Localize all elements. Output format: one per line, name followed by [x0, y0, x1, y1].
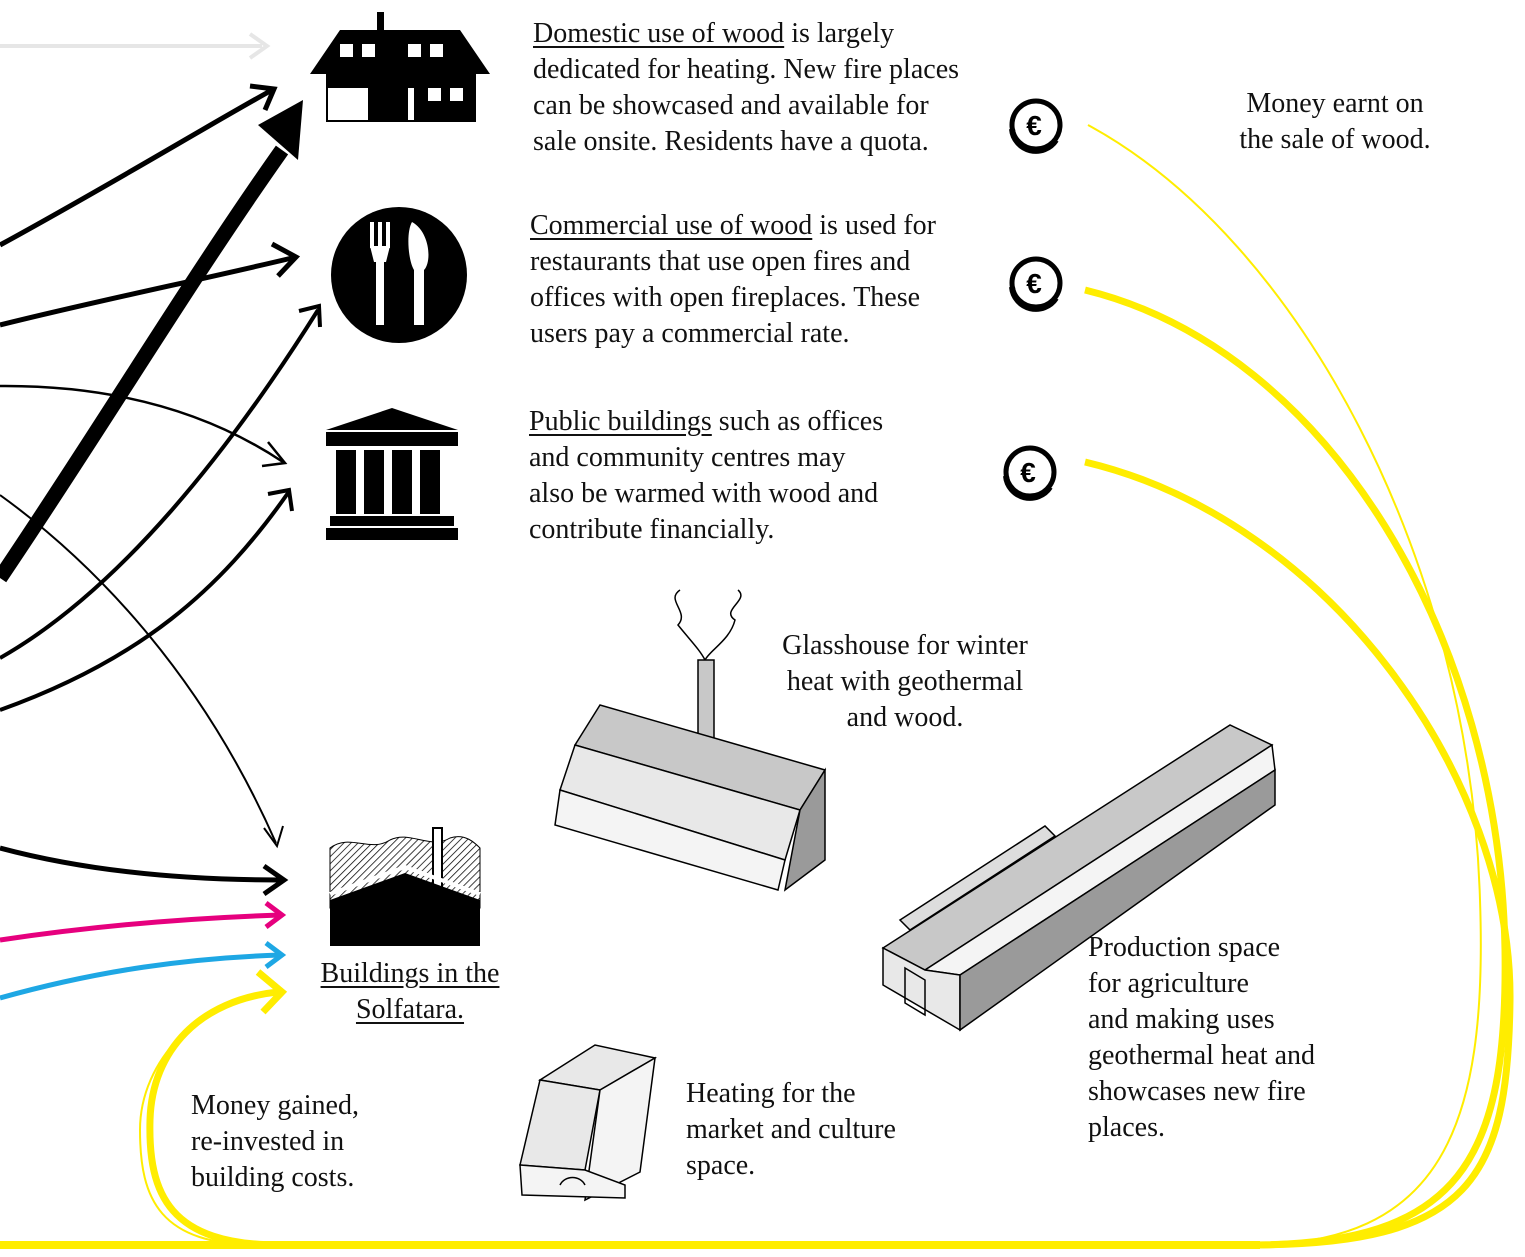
domestic-use-line4: sale onsite. Residents have a quota.	[533, 126, 929, 157]
solfatara-label: Buildings in the Solfatara.	[290, 956, 530, 1028]
production-line4: geothermal heat and	[1088, 1040, 1316, 1071]
commercial-use-line2: restaurants that use open fires and	[530, 246, 911, 277]
public-buildings-line4: contribute financially.	[529, 514, 775, 545]
arrow-to-public-low	[0, 487, 294, 712]
production-line5: showcases new fire	[1088, 1076, 1306, 1107]
production-space-text: Production space for agriculture and mak…	[1088, 930, 1388, 1146]
euro-coin-icon: €	[1009, 98, 1063, 154]
glasshouse-line3: and wood.	[846, 702, 964, 733]
production-line6: places.	[1088, 1112, 1165, 1143]
arrow-to-restaurant-low	[0, 303, 322, 660]
commercial-use-line3: offices with open fireplaces. These	[530, 282, 921, 313]
domestic-use-line3: can be showcased and available for	[533, 90, 929, 121]
money-gained-text: Money gained, re-invested in building co…	[191, 1088, 411, 1196]
production-line2: for agriculture	[1088, 968, 1249, 999]
market-line1: Heating for the	[686, 1078, 856, 1109]
money-gained-line1: Money gained,	[191, 1090, 359, 1121]
glasshouse-line2: heat with geothermal	[786, 666, 1024, 697]
public-buildings-text: Public buildings such as offices and com…	[529, 404, 969, 548]
euro-coin-icon: €	[1003, 445, 1057, 501]
house-icon	[310, 12, 490, 122]
arrow-to-restaurant	[0, 241, 301, 328]
commercial-use-line1: is used for	[812, 210, 936, 241]
production-shed-icon	[881, 724, 1276, 1032]
arrow-to-solfatara	[0, 845, 289, 897]
arrow-to-house	[0, 83, 278, 248]
commercial-use-line4: users pay a commercial rate.	[530, 318, 850, 349]
euro-coin-icon: €	[1009, 256, 1063, 312]
domestic-use-title: Domestic use of wood	[533, 18, 785, 49]
market-line3: space.	[686, 1150, 756, 1181]
public-buildings-line2: and community centres may	[529, 442, 846, 473]
money-earnt-line2: the sale of wood.	[1239, 124, 1431, 155]
public-buildings-title: Public buildings	[529, 406, 712, 437]
production-line3: and making uses	[1088, 1004, 1275, 1035]
euro-symbol: €	[1020, 457, 1036, 488]
domestic-use-line1: is largely	[784, 18, 895, 49]
magenta-arrow	[0, 901, 287, 943]
yellow-money-loop	[0, 124, 1514, 1249]
commercial-use-text: Commercial use of wood is used for resta…	[530, 208, 1000, 352]
money-gained-line3: building costs.	[191, 1162, 355, 1193]
grey-arrow	[0, 32, 271, 60]
market-line2: market and culture	[686, 1114, 896, 1145]
market-text: Heating for the market and culture space…	[686, 1076, 966, 1184]
euro-symbol: €	[1026, 268, 1042, 299]
glasshouse-text: Glasshouse for winter heat with geotherm…	[755, 628, 1055, 736]
solfatara-line1: Buildings in the	[320, 958, 500, 989]
glasshouse-line1: Glasshouse for winter	[782, 630, 1028, 661]
money-gained-line2: re-invested in	[191, 1126, 345, 1157]
market-building-icon	[519, 1044, 658, 1202]
money-earnt-text: Money earnt on the sale of wood.	[1205, 86, 1465, 158]
public-building-icon	[326, 408, 458, 540]
restaurant-icon	[331, 207, 467, 343]
glasshouse-icon	[554, 589, 827, 892]
solfatara-building-icon	[329, 827, 481, 946]
cyan-arrow	[0, 941, 287, 1001]
commercial-use-title: Commercial use of wood	[530, 210, 813, 241]
euro-symbol: €	[1026, 110, 1042, 141]
arrow-to-public-building	[0, 384, 288, 468]
public-buildings-line1: such as offices	[711, 406, 884, 437]
domestic-use-line2: dedicated for heating. New fire places	[533, 54, 960, 85]
money-earnt-line1: Money earnt on	[1246, 88, 1424, 119]
public-buildings-line3: also be warmed with wood and	[529, 478, 879, 509]
thick-arrow-to-house	[0, 100, 303, 583]
production-line1: Production space	[1088, 932, 1281, 963]
arrow-to-solfatara-thin	[0, 494, 284, 849]
domestic-use-text: Domestic use of wood is largely dedicate…	[533, 16, 1023, 160]
solfatara-line2: Solfatara.	[355, 994, 465, 1025]
